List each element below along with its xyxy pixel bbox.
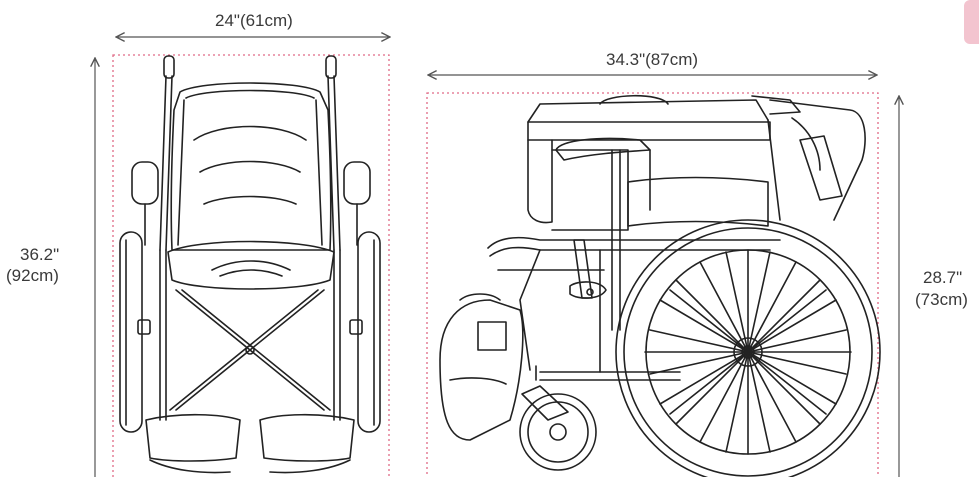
- side-length-label: 34.3"(87cm): [606, 50, 699, 69]
- side-accent-tab: [964, 0, 979, 44]
- front-view-wheelchair: [119, 55, 381, 474]
- front-view-bounds: [112, 54, 390, 477]
- front-width-label: 24"(61cm): [215, 11, 293, 30]
- side-height-label-value: 28.7": [923, 268, 963, 287]
- side-view-wheelchair: [439, 94, 881, 477]
- side-view-bounds: [426, 92, 879, 477]
- side-height-label-metric: (73cm): [915, 290, 968, 309]
- front-height-label-value: 36.2": [20, 245, 60, 264]
- front-height-label-metric: (92cm): [6, 266, 59, 285]
